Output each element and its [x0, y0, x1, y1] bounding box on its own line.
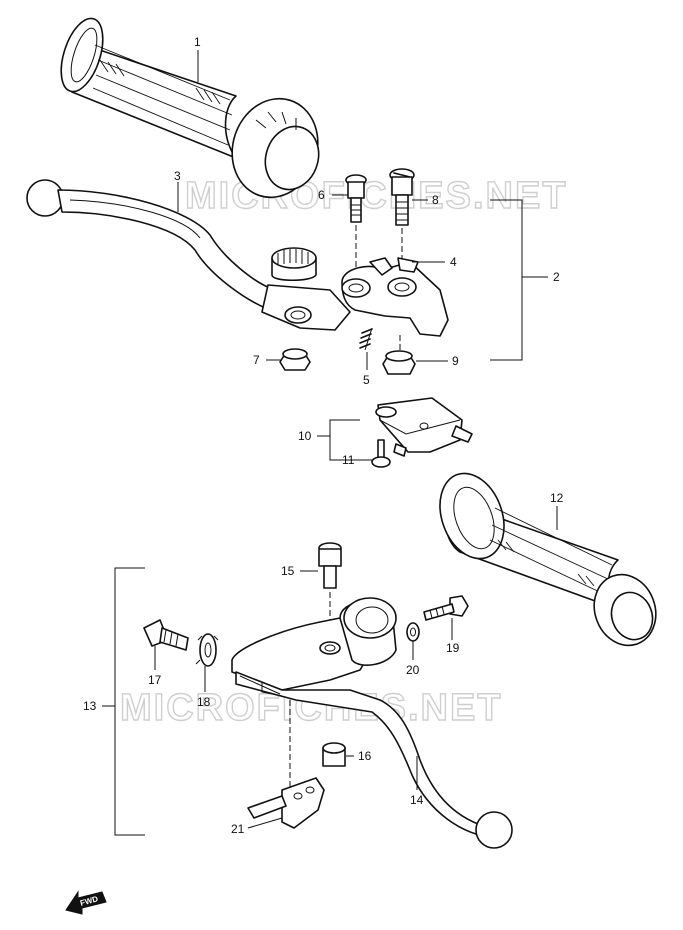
grip-right: [439, 472, 657, 647]
leader-lines: [102, 50, 558, 829]
callout-8: 8: [432, 193, 439, 207]
callout-20: 20: [406, 663, 420, 677]
callout-5: 5: [363, 373, 370, 387]
cable-adjuster: [143, 619, 189, 651]
clutch-nut: [322, 742, 346, 767]
callout-16: 16: [358, 749, 372, 763]
callout-19: 19: [446, 641, 460, 655]
forward-direction-icon: FWD: [65, 890, 107, 915]
callout-17: 17: [148, 673, 162, 687]
callout-13: 13: [83, 699, 97, 713]
callout-numbers: 1 2 3 4 5 6 7 8 9 10 11 12 13 14 15 16 1…: [83, 35, 564, 836]
callout-21: 21: [231, 822, 245, 836]
callout-3: 3: [174, 169, 181, 183]
callout-15: 15: [281, 564, 295, 578]
callout-2: 2: [553, 270, 560, 284]
lock-nut: [195, 633, 219, 667]
clutch-switch: [247, 777, 325, 829]
nut-left: [279, 348, 311, 371]
screw: [389, 168, 415, 280]
switch-screw: [371, 439, 391, 468]
washer: [406, 622, 420, 642]
lever-holder: [341, 257, 449, 337]
callout-10: 10: [298, 429, 312, 443]
callout-12: 12: [550, 491, 564, 505]
callout-11: 11: [342, 453, 355, 467]
grip-left: [60, 17, 320, 199]
callout-18: 18: [197, 695, 211, 709]
clutch-lever: [231, 597, 513, 849]
callout-7: 7: [253, 353, 260, 367]
callout-4: 4: [450, 255, 457, 269]
clutch-pivot-bolt: [318, 542, 342, 640]
clamp-bolt: [423, 595, 469, 621]
callout-6: 6: [318, 188, 325, 202]
callout-9: 9: [452, 354, 459, 368]
pivot-bolt: [345, 174, 367, 285]
brake-lever: [26, 179, 351, 331]
brake-switch: [375, 397, 473, 457]
callout-1: 1: [194, 35, 201, 49]
nut-right: [382, 335, 416, 375]
callout-14: 14: [410, 793, 424, 807]
spring: [359, 327, 373, 351]
